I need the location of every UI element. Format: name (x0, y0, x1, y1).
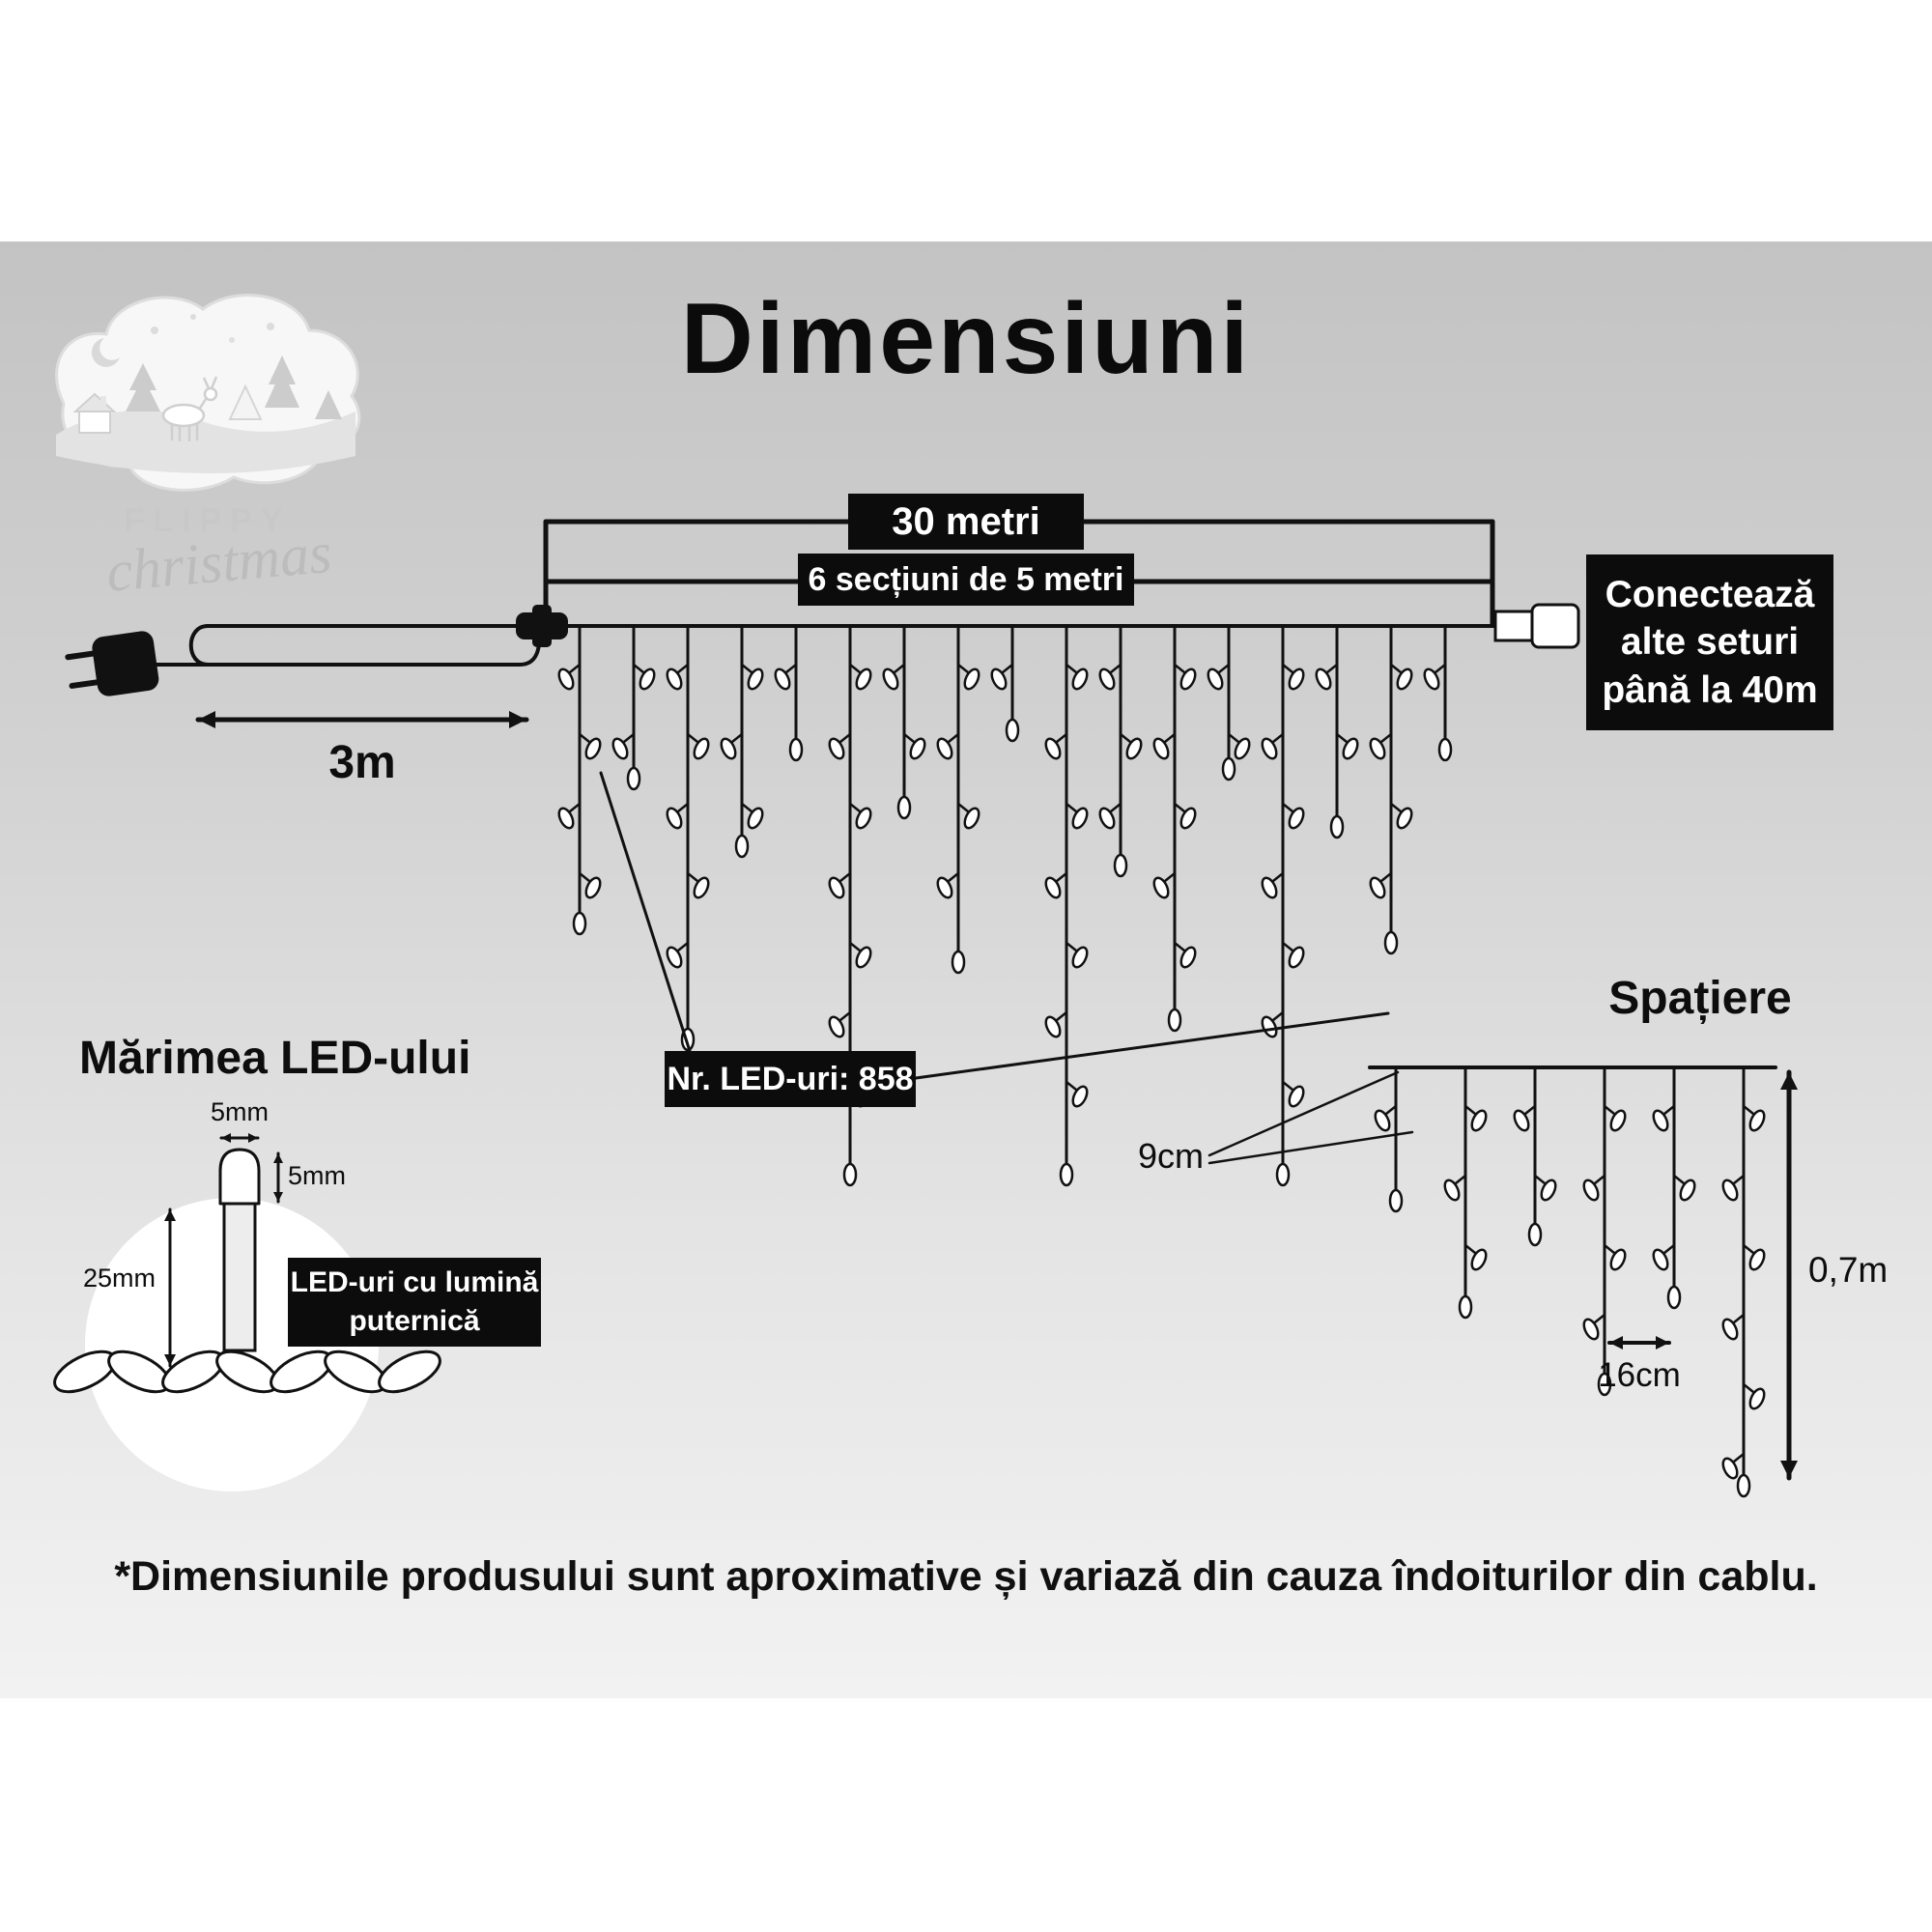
snow-hill (56, 410, 355, 473)
horizontal-gap-label: 16cm (1598, 1356, 1681, 1394)
spacing-curtain (1368, 1065, 1777, 1498)
stars-icon (151, 314, 274, 343)
logo (55, 294, 361, 492)
led-tip-height-label: 5mm (288, 1161, 346, 1190)
connect-note-line: până la 40m (1602, 668, 1818, 711)
led-count-leaders (599, 771, 1390, 1080)
logo-illustration (55, 294, 361, 492)
led-note-line: puternică (349, 1305, 480, 1337)
drop-height-arrow (1780, 1069, 1798, 1481)
connect-note-line: alte seturi (1620, 621, 1800, 664)
led-size-heading: Mărimea LED-ului (79, 1033, 471, 1084)
nine-cm-leaders (1208, 1070, 1414, 1165)
inline-connector-icon (516, 605, 568, 647)
lead-length-label: 3m (328, 737, 396, 788)
total-length-badge: 30 metri (848, 494, 1084, 550)
end-connector-icon (1493, 603, 1580, 649)
power-plug-icon (65, 631, 159, 696)
house-icon (72, 392, 117, 434)
deer-icon (161, 376, 218, 441)
led-note-badge: LED-uri cu lumină puternică (288, 1258, 541, 1347)
connect-note-line: Conectează (1605, 573, 1815, 615)
lead-length-arrow (195, 711, 529, 728)
led-tip-width-label: 5mm (211, 1097, 269, 1126)
page-title: Dimensiuni (680, 283, 1252, 395)
led-body-height-label: 25mm (83, 1264, 156, 1293)
vertical-gap-label: 9cm (1137, 1136, 1204, 1176)
spacing-heading: Spațiere (1608, 973, 1792, 1024)
power-lead-wire (149, 624, 1499, 667)
moon-icon (91, 338, 120, 367)
disclaimer-text: *Dimensiunile produsului sunt aproximati… (114, 1553, 1818, 1600)
drop-height-label: 0,7m (1808, 1250, 1889, 1290)
brand-name: FLIPPY (124, 502, 292, 539)
connect-note-badge: Conectează alte seturi până la 40m (1586, 554, 1833, 730)
led-count-badge: Nr. LED-uri: 858 (665, 1051, 916, 1107)
trees-icon (126, 355, 342, 420)
led-note-line: LED-uri cu lumină (290, 1265, 539, 1298)
sixteen-cm-arrow (1607, 1336, 1671, 1350)
sections-badge: 6 secțiuni de 5 metri (798, 554, 1134, 606)
